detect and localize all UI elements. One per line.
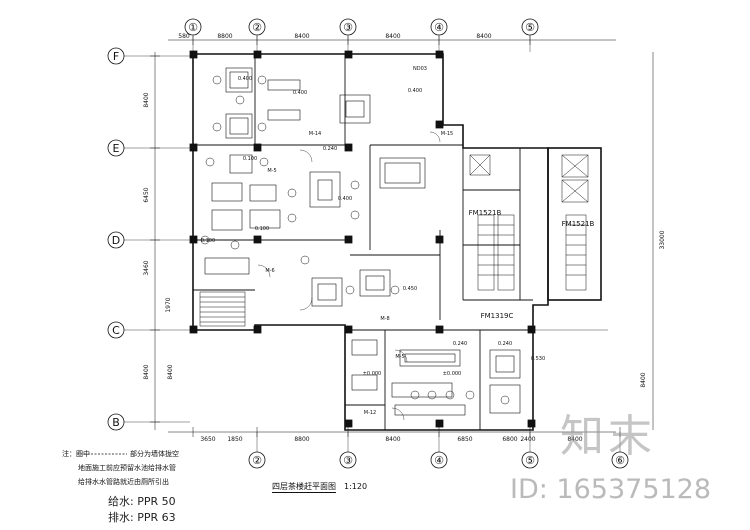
grid-column-bottom-4-label: ④ — [434, 454, 444, 467]
grid-row-B-bubble — [107, 413, 125, 431]
left-dimension: 8400 — [143, 364, 150, 379]
level-mark: 0.240 — [453, 341, 467, 347]
top-dimension: 8400 — [385, 33, 400, 40]
watermark-id: ID: 165375128 — [510, 474, 712, 505]
grid-row-D-bubble — [107, 231, 125, 249]
top-dimension: 580 — [178, 33, 190, 40]
room-marker: M-5 — [267, 168, 276, 174]
level-mark: 0.530 — [531, 356, 545, 362]
chairs — [200, 75, 510, 405]
stair-door-tag: FM1521B — [562, 220, 595, 228]
bottom-dimension: 8400 — [567, 436, 582, 443]
bottom-dimension: 6850 — [457, 436, 472, 443]
drawing-title-block: 四层茶楼赶平面图 1:120 — [272, 481, 368, 493]
left-dimension: 1970 — [165, 297, 172, 312]
supply-pipe-spec: 给水: PPR 50 — [108, 495, 176, 508]
room-marker: M-8 — [380, 316, 389, 322]
drawing-scale: 1:120 — [344, 482, 368, 491]
left-dimension: 3460 — [143, 260, 150, 275]
level-mark: 0.400 — [338, 196, 352, 202]
note-line-2: 地面施工前应预留水池给排水管 — [78, 464, 176, 472]
grid-row-B-label: B — [112, 416, 120, 429]
level-mark: 0.100 — [201, 238, 215, 244]
grid-row-F-label: F — [113, 50, 119, 63]
grid-row-F-bubble — [107, 47, 125, 65]
top-dimension: 8400 — [294, 33, 309, 40]
right-dimension: 8400 — [640, 372, 647, 387]
grid-column-top-3-label: ③ — [343, 21, 353, 34]
room-marker: M-5 — [395, 354, 404, 360]
bottom-dimension: 8800 — [294, 436, 309, 443]
level-mark: ±0.000 — [443, 371, 462, 377]
grid-column-bottom-5-bubble — [521, 451, 539, 469]
tea-table-sets — [204, 67, 521, 416]
grid-row-E-bubble — [107, 139, 125, 157]
stair-treads — [199, 154, 589, 327]
grid-row-E-label: E — [113, 142, 120, 155]
room-marker: ND03 — [413, 66, 427, 72]
structural-columns — [189, 50, 536, 428]
right-dimension: 33000 — [659, 230, 666, 249]
interior-walls — [193, 54, 533, 430]
plan-annotations: ① ② ② ③ ③ ④ ④ ⑤ ⑤ ⑥ F E D C B 580 8800 8400 8400 8400 3650 18… — [107, 18, 666, 469]
grid-column-bottom-6-label: ⑥ — [615, 454, 625, 467]
grid-row-D-label: D — [112, 234, 120, 247]
left-dimension: 8400 — [167, 364, 174, 379]
level-mark: 0.450 — [403, 286, 417, 292]
grid-column-bottom-2-label: ② — [252, 454, 262, 467]
bottom-dimension: 8400 — [385, 436, 400, 443]
grid-column-bottom-4-bubble — [430, 451, 448, 469]
left-dimension: 8400 — [143, 92, 150, 107]
dimension-lines — [150, 35, 654, 437]
stair-door-tag: FM1521B — [469, 209, 502, 217]
grid-column-bottom-6-bubble — [611, 451, 629, 469]
grid-column-top-5-bubble — [521, 18, 539, 36]
room-marker: M-15 — [441, 131, 453, 137]
level-mark: 0.400 — [238, 76, 252, 82]
grid-column-top-1-label: ① — [188, 21, 198, 34]
plan-linework — [77, 35, 654, 455]
grid-column-top-4-label: ④ — [434, 21, 444, 34]
top-dimension: 8800 — [217, 33, 232, 40]
legend-suffix: 部分为墙体拢空 — [130, 450, 179, 458]
level-mark: 0.400 — [293, 90, 307, 96]
room-marker: M-6 — [265, 268, 274, 274]
grid-column-top-4-bubble — [430, 18, 448, 36]
grid-column-bottom-2-bubble — [248, 451, 266, 469]
stair-door-tag: FM1319C — [481, 312, 514, 320]
elevator-core — [547, 147, 602, 301]
grid-column-top-1-bubble — [184, 18, 202, 36]
note-line-3: 给排水水管路就近由厕所引出 — [78, 478, 169, 486]
grid-column-bottom-5-label: ⑤ — [525, 454, 535, 467]
level-mark: 0.240 — [323, 146, 337, 152]
grid-column-top-3-bubble — [339, 18, 357, 36]
grid-column-top-5-label: ⑤ — [525, 21, 535, 34]
watermark-logo: 知末 — [560, 411, 656, 462]
level-mark: 0.100 — [243, 156, 257, 162]
grid-column-bottom-3-label: ③ — [343, 454, 353, 467]
left-dimension: 6450 — [143, 187, 150, 202]
level-mark: ±0.000 — [363, 371, 382, 377]
room-marker: M-12 — [364, 410, 376, 416]
door-swings — [257, 131, 441, 421]
axis-lead-lines — [124, 36, 621, 452]
grid-column-bottom-3-bubble — [339, 451, 357, 469]
room-marker: M-14 — [309, 131, 321, 137]
drawing-title: 四层茶楼赶平面图 — [272, 482, 336, 493]
drain-pipe-spec: 排水: PPR 63 — [108, 511, 176, 524]
top-dimension: 8400 — [476, 33, 491, 40]
grid-row-C-bubble — [107, 321, 125, 339]
level-mark: 0.100 — [255, 226, 269, 232]
grid-column-top-2-label: ② — [252, 21, 262, 34]
level-mark: 0.240 — [498, 341, 512, 347]
bottom-dimension: 3650 — [200, 436, 215, 443]
bottom-dimension: 6800 — [502, 436, 517, 443]
bottom-dimension: 1850 — [227, 436, 242, 443]
legend-prefix: 注：图中 — [62, 450, 90, 458]
grid-row-C-label: C — [112, 324, 120, 337]
grid-column-top-2-bubble — [248, 18, 266, 36]
level-mark: 0.400 — [408, 88, 422, 94]
bottom-dimension: 2400 — [520, 436, 535, 443]
